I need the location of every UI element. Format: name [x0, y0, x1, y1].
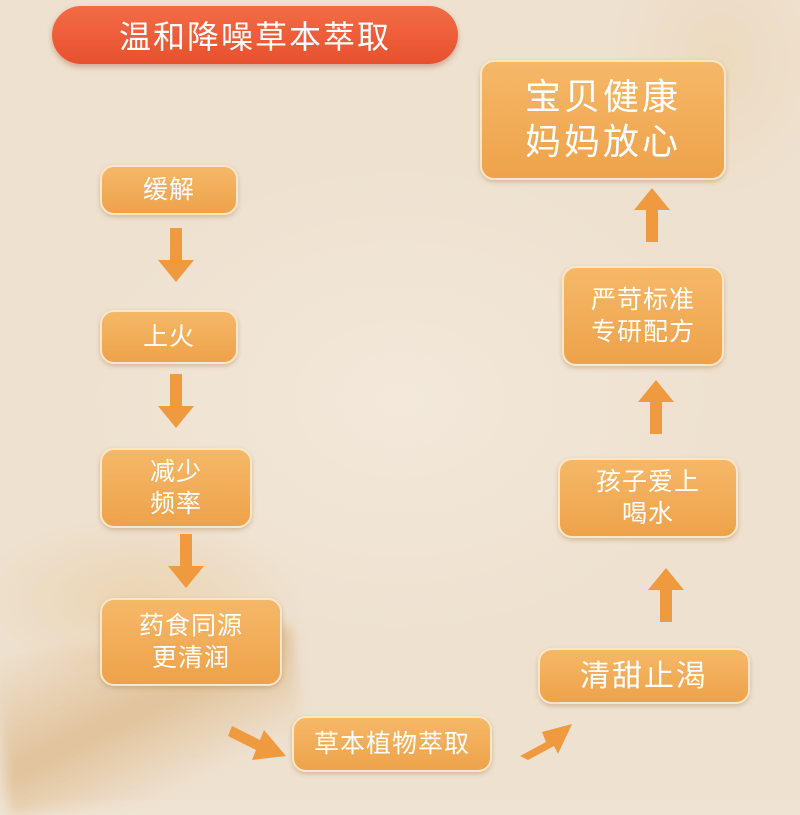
- step-relieve: 缓解: [100, 165, 238, 215]
- arrow-down-icon: [158, 374, 194, 428]
- step-line: 频率: [149, 489, 202, 518]
- step-line: 药食同源: [138, 610, 243, 640]
- step-reduce-frequency: 减少 频率: [100, 448, 252, 528]
- step-line: 清甜止渴: [580, 658, 708, 694]
- step-herbal-extract: 草本植物萃取: [292, 716, 492, 772]
- step-line: 严苛标准: [590, 284, 695, 314]
- step-line: 减少: [149, 456, 202, 486]
- arrow-down-icon: [168, 534, 204, 588]
- arrow-up-icon: [638, 380, 674, 434]
- step-line: 宝贝健康: [524, 77, 681, 118]
- step-line: 喝水: [621, 499, 674, 528]
- page-title: 温和降噪草本萃取: [52, 6, 458, 64]
- step-line: 草本植物萃取: [313, 728, 470, 758]
- step-kids-love-water: 孩子爱上 喝水: [558, 458, 738, 538]
- step-line: 孩子爱上: [595, 466, 700, 496]
- step-line: 上火: [142, 321, 195, 351]
- arrow-diagonal-icon: [228, 726, 286, 760]
- step-heat: 上火: [100, 310, 238, 364]
- step-line: 专研配方: [590, 317, 695, 346]
- arrow-up-icon: [648, 568, 684, 622]
- step-baby-healthy: 宝贝健康 妈妈放心: [480, 60, 726, 180]
- step-food-medicine: 药食同源 更清润: [100, 598, 282, 686]
- arrow-up-icon: [634, 188, 670, 242]
- step-line: 更清润: [151, 643, 230, 672]
- step-strict-standard: 严苛标准 专研配方: [562, 266, 724, 366]
- arrow-diagonal-icon: [520, 724, 572, 760]
- step-sweet-thirst: 清甜止渴: [538, 648, 750, 704]
- arrow-down-icon: [158, 228, 194, 282]
- step-line: 缓解: [142, 174, 195, 204]
- step-line: 妈妈放心: [524, 122, 681, 163]
